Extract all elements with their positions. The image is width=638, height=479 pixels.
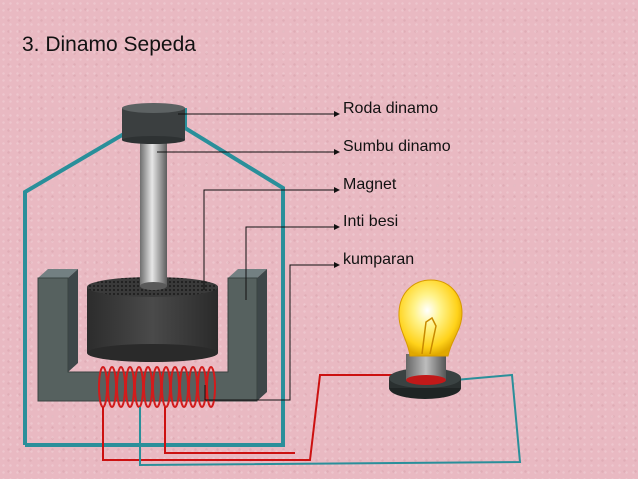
wire-teal — [139, 373, 522, 467]
light-bulb — [389, 279, 463, 399]
label-kumparan: kumparan — [343, 251, 415, 268]
wire-red — [102, 374, 400, 461]
magnet — [87, 277, 218, 362]
label-magnet: Magnet — [343, 176, 397, 193]
label-roda-dinamo: Roda dinamo — [343, 100, 439, 117]
pointer-lines — [157, 111, 340, 401]
dynamo-shaft — [140, 138, 167, 286]
wire-red-inner — [164, 407, 295, 454]
dynamo-wheel — [122, 103, 185, 144]
label-sumbu-dinamo: Sumbu dinamo — [343, 138, 451, 155]
coil — [98, 366, 216, 408]
label-inti-besi: Inti besi — [343, 213, 399, 230]
iron-core — [37, 269, 267, 402]
slide-title: 3. Dinamo Sepeda — [22, 33, 196, 56]
